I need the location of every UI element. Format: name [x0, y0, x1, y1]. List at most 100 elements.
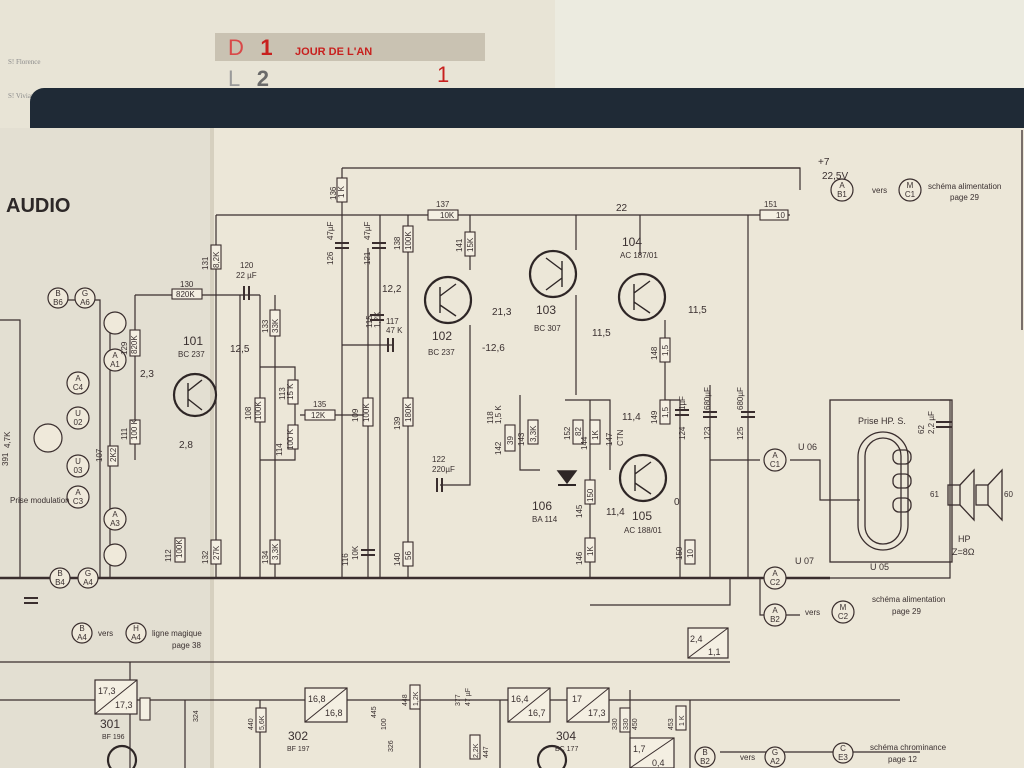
- calendar-note-2: S! Viviane: [8, 92, 38, 100]
- r114-ref: 114: [275, 443, 284, 456]
- vers-label-3: vers: [98, 629, 113, 638]
- voltage-11-5-b: 11,5: [688, 305, 707, 316]
- r391-value: 4,7K: [3, 431, 12, 448]
- t102-ref: 102: [432, 329, 452, 343]
- t101-type: BC 237: [178, 350, 205, 359]
- r138-value: 100K: [404, 231, 413, 250]
- r130-value: 820K: [176, 290, 195, 299]
- box2-bottom: 16,8: [325, 708, 343, 718]
- r107-value: 2K2: [109, 447, 118, 462]
- c62-ref: 62: [917, 425, 926, 434]
- box4-bottom: 17,3: [588, 708, 606, 718]
- r118-value: 1,5 K: [494, 405, 503, 424]
- voltage-21-3: 21,3: [492, 307, 512, 318]
- speaker-60-label: 60: [1004, 490, 1013, 499]
- c125-value: 680µF: [736, 387, 745, 410]
- r112-ref: 112: [164, 549, 173, 562]
- calendar-highlight: [215, 33, 485, 61]
- c115-value: 1,2K: [373, 311, 382, 328]
- page38-label: page 38: [172, 641, 201, 650]
- r135-value: 12K: [311, 411, 326, 420]
- r134-value: 3,3K: [271, 543, 280, 560]
- conn-a-a1-bottom: A1: [110, 360, 120, 369]
- conn-u-o2-top: U: [75, 409, 81, 418]
- sheet-left-panel: [0, 128, 212, 768]
- conn-u-o3-bottom: 03: [74, 466, 83, 475]
- c120-ref: 120: [240, 261, 254, 270]
- r453-ref: 453: [668, 718, 675, 730]
- page29-label-2: page 29: [892, 607, 921, 616]
- vers-label-4: vers: [740, 753, 755, 762]
- r330-value: 330: [623, 718, 630, 730]
- r448-ref: 448: [402, 694, 409, 706]
- u06-label: U 06: [798, 442, 817, 452]
- r138-ref: 138: [393, 236, 402, 250]
- calendar-weekday-letter: D: [228, 35, 244, 60]
- conn-a-c4-top: A: [75, 374, 81, 383]
- box3-bottom: 16,7: [528, 708, 546, 718]
- r147-ref: 147: [605, 432, 614, 446]
- voltage-22-5: 22,5V: [822, 171, 848, 182]
- voltage-12-6: -12,6: [482, 343, 505, 354]
- d106-type: BA 114: [532, 515, 558, 524]
- r133-ref: 133: [261, 319, 270, 333]
- c125-ref: 125: [736, 426, 745, 440]
- conn-a-c3-bottom: C3: [73, 497, 84, 506]
- conn-a-b2-top: A: [772, 606, 778, 615]
- voltage-11-4-b: 11,4: [606, 507, 625, 518]
- r136-value: 1 K: [337, 185, 346, 198]
- conn-b-b2-bottom: B2: [700, 757, 710, 766]
- r134-ref: 134: [261, 550, 270, 564]
- r118-ref: 118: [486, 411, 495, 424]
- c117-ref: 117: [386, 317, 399, 326]
- conn-a-c1-bottom: C1: [770, 460, 781, 469]
- r146-value: 1K: [586, 546, 595, 556]
- t302-ref: 302: [288, 729, 308, 743]
- t302-type: BF 197: [287, 746, 310, 753]
- c124-value: 1µF: [678, 396, 687, 410]
- r145-value: 150: [586, 488, 595, 502]
- r141-value: 15K: [466, 237, 475, 252]
- calendar-mark: 1: [437, 62, 450, 87]
- prise-modulation-label: Prise modulation: [10, 496, 70, 505]
- box5-bottom: 1,1: [708, 647, 721, 657]
- conn-b-b6-top: B: [55, 289, 60, 298]
- r149-ref: 149: [650, 410, 659, 424]
- c124-ref: 124: [678, 426, 687, 440]
- voltage-22: 22: [616, 203, 628, 214]
- conn-a-c2-bottom: C2: [770, 578, 781, 587]
- r139-value: 180K: [404, 403, 413, 422]
- r149-value: 1,5: [661, 406, 670, 418]
- r107-ref: 107: [95, 448, 104, 462]
- binder-edge: [30, 88, 1024, 130]
- alim-label-1: schéma alimentation: [928, 182, 1001, 191]
- u07-label: U 07: [795, 556, 814, 566]
- conn-b-b2-top: B: [702, 748, 707, 757]
- voltage-12-5: 12,5: [230, 344, 250, 355]
- c121-value: 47µF: [363, 221, 372, 240]
- box4-top: 17: [572, 694, 582, 704]
- conn-g-a6-top: G: [82, 289, 88, 298]
- r113-value: 15 K: [286, 383, 295, 400]
- calendar-note-1: S! Florence: [8, 58, 41, 66]
- calendar-day-number-2: 2: [256, 66, 269, 91]
- page29-label-1: page 29: [950, 193, 979, 202]
- r148-value: 1,5: [661, 344, 670, 356]
- voltage-2-8: 2,8: [179, 440, 193, 451]
- r143-ref: 143: [517, 432, 526, 446]
- voltage-11-5-a: 11,5: [592, 328, 611, 339]
- r151-ref: 151: [764, 200, 778, 209]
- r440-value: 5,6K: [259, 715, 266, 730]
- calendar-row-1: D 1 JOUR DE L'AN: [228, 35, 372, 61]
- r148-ref: 148: [650, 346, 659, 360]
- box6-bottom: 0,4: [652, 758, 665, 768]
- c116-ref: 116: [341, 553, 350, 566]
- page12-label: page 12: [888, 755, 917, 764]
- r112-value: 100K: [175, 539, 184, 558]
- r152-value: 82: [574, 427, 583, 436]
- voltage-0: 0: [674, 497, 680, 508]
- calendar-holiday: JOUR DE L'AN: [295, 46, 373, 58]
- conn-b-a4-top: B: [79, 624, 84, 633]
- u05-label: U 05: [870, 562, 889, 572]
